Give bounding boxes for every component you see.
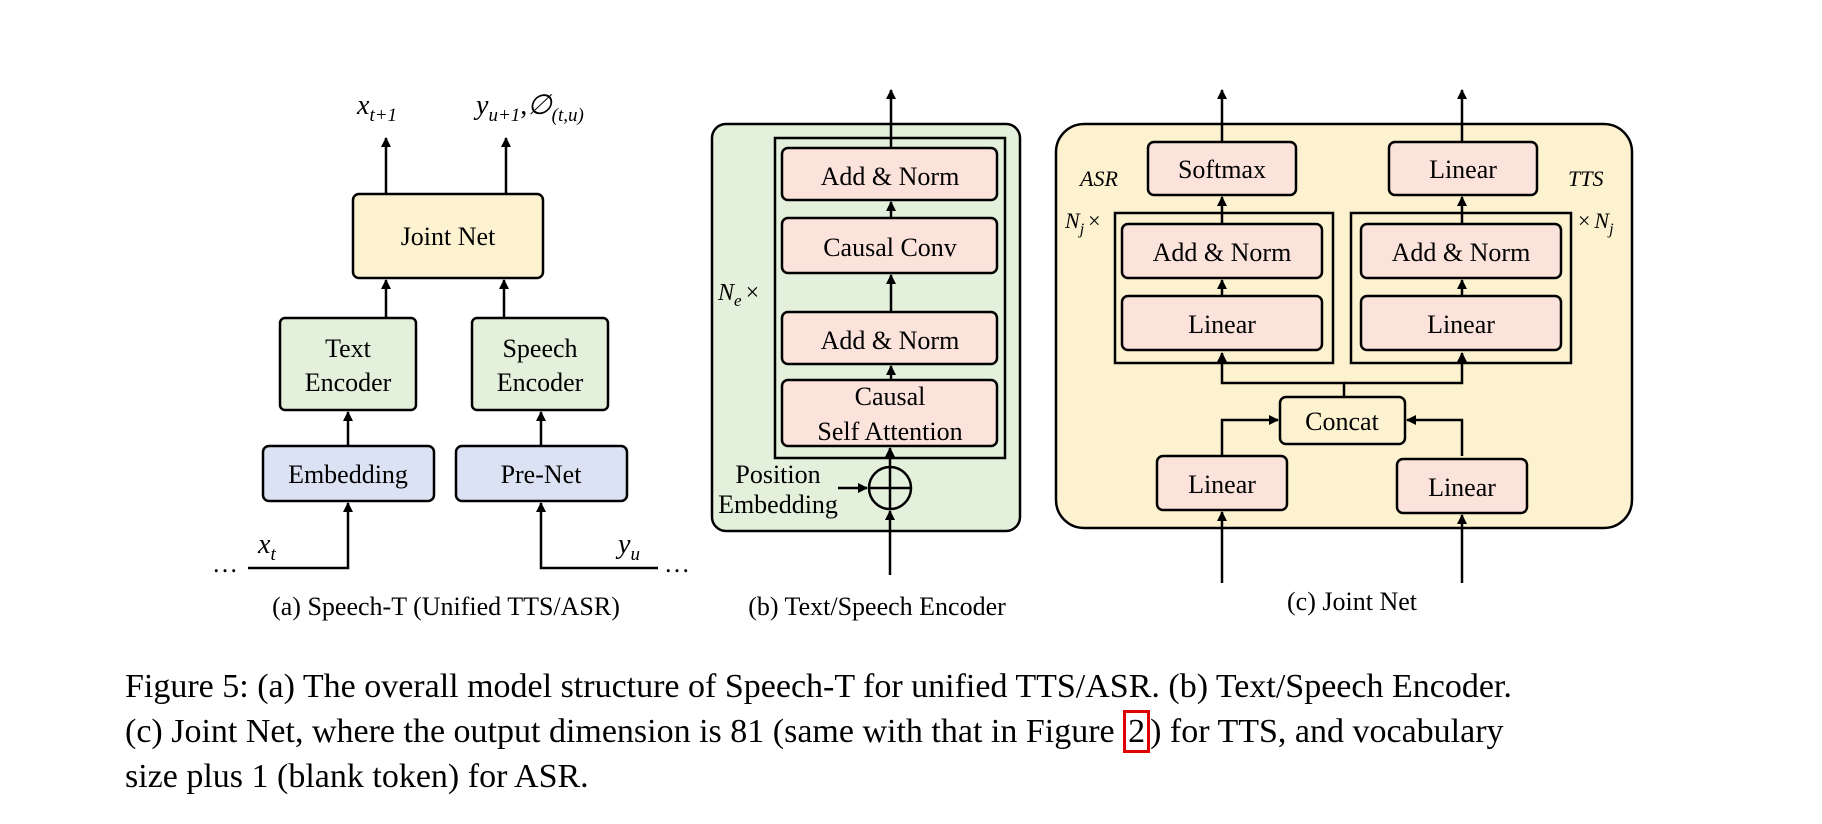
text-encoder-box bbox=[278, 316, 418, 412]
softmax-box bbox=[1146, 140, 1298, 197]
figure-caption-line-2: (c) Joint Net, where the output dimensio… bbox=[125, 709, 1775, 754]
figure-caption-line-2-start: (c) Joint Net, where the output dimensio… bbox=[125, 713, 1124, 750]
arrow-left-linear-to-concat bbox=[1220, 415, 1279, 456]
repeat-ne-label: Ne× bbox=[717, 280, 759, 310]
asr-repeat-block bbox=[1113, 211, 1335, 365]
causal-self-attention-label-1: Causal bbox=[855, 382, 926, 411]
concat-label: Concat bbox=[1305, 407, 1379, 436]
causal-conv-box bbox=[780, 216, 999, 275]
prenet-label: Pre-Net bbox=[501, 460, 583, 489]
input-y-path bbox=[536, 502, 658, 570]
repeat-nj-left: Nj× bbox=[1064, 208, 1101, 238]
repeat-nj-right: ×Nj bbox=[1578, 208, 1614, 238]
position-embedding-label-1: Position bbox=[735, 460, 820, 489]
caption-c: (c) Joint Net bbox=[1287, 587, 1418, 616]
position-embedding-label-2: Embedding bbox=[718, 490, 838, 519]
speech-encoder-label-2: Encoder bbox=[497, 368, 584, 397]
text-encoder-label-2: Encoder bbox=[305, 368, 392, 397]
figure-caption-line-2-end: ) for TTS, and vocabulary bbox=[1150, 713, 1504, 750]
speech-encoder-label-1: Speech bbox=[502, 334, 577, 363]
causal-self-attention-box bbox=[780, 378, 999, 448]
causal-conv-label: Causal Conv bbox=[823, 233, 957, 262]
add-norm-top-box bbox=[780, 146, 999, 202]
arrow-concat-to-tts bbox=[1344, 352, 1467, 385]
input-y-label: yu bbox=[615, 529, 640, 565]
input-linear-right-box bbox=[1395, 457, 1529, 515]
input-linear-left-label: Linear bbox=[1188, 470, 1256, 499]
asr-add-norm-label: Add & Norm bbox=[1153, 238, 1292, 267]
figure-caption-line-1: Figure 5: (a) The overall model structur… bbox=[125, 668, 1512, 705]
speech-encoder-box bbox=[470, 316, 610, 412]
input-linear-left-box bbox=[1155, 454, 1289, 512]
caption-b: (b) Text/Speech Encoder bbox=[748, 592, 1006, 621]
input-x-path bbox=[248, 502, 353, 570]
asr-add-norm-box bbox=[1120, 222, 1324, 280]
tts-output-linear-box bbox=[1387, 140, 1539, 197]
arrow-concat-to-asr bbox=[1217, 352, 1346, 397]
figure-caption-line-3: size plus 1 (blank token) for ASR. bbox=[125, 758, 589, 795]
tts-output-linear-label: Linear bbox=[1429, 155, 1497, 184]
softmax-label: Softmax bbox=[1178, 155, 1266, 184]
panel-b: Add & Norm Causal Conv Add & Norm Causal… bbox=[710, 89, 1022, 621]
ellipsis-right: … bbox=[664, 549, 690, 578]
ellipsis-left: … bbox=[212, 549, 238, 578]
add-norm-bottom-label: Add & Norm bbox=[821, 326, 960, 355]
arrow-right-linear-to-concat bbox=[1406, 415, 1464, 456]
concat-box bbox=[1278, 395, 1407, 446]
figure-caption: Figure 5: (a) The overall model structur… bbox=[125, 664, 1775, 799]
input-linear-right-label: Linear bbox=[1428, 473, 1496, 502]
joint-net-box bbox=[351, 192, 545, 280]
panel-a: xt+1 yu+1,∅(t,u) Joint Net Text Encoder … bbox=[212, 90, 690, 621]
tts-add-norm-label: Add & Norm bbox=[1392, 238, 1531, 267]
tts-linear-box bbox=[1359, 294, 1563, 352]
embedding-label: Embedding bbox=[288, 460, 408, 489]
add-norm-top-label: Add & Norm bbox=[821, 162, 960, 191]
output-x-label: xt+1 bbox=[356, 90, 397, 126]
asr-label: ASR bbox=[1078, 166, 1118, 191]
asr-linear-box bbox=[1120, 294, 1324, 352]
joint-net-label: Joint Net bbox=[401, 222, 496, 251]
panel-c: ASR TTS Softmax Linear Nj× ×Nj Add & Nor… bbox=[1054, 89, 1634, 616]
tts-linear-label: Linear bbox=[1427, 310, 1495, 339]
figure-reference-link[interactable]: 2 bbox=[1123, 710, 1151, 753]
prenet-box bbox=[454, 444, 629, 503]
causal-self-attention-label-2: Self Attention bbox=[817, 417, 962, 446]
input-x-label: xt bbox=[257, 529, 276, 565]
text-encoder-label-1: Text bbox=[325, 334, 372, 363]
caption-a: (a) Speech-T (Unified TTS/ASR) bbox=[272, 592, 620, 621]
asr-linear-label: Linear bbox=[1188, 310, 1256, 339]
embedding-box bbox=[261, 444, 436, 503]
tts-label: TTS bbox=[1568, 166, 1603, 191]
output-y-phi-label: yu+1,∅(t,u) bbox=[473, 90, 584, 126]
add-norm-bottom-box bbox=[780, 310, 999, 366]
tts-add-norm-box bbox=[1359, 222, 1563, 280]
